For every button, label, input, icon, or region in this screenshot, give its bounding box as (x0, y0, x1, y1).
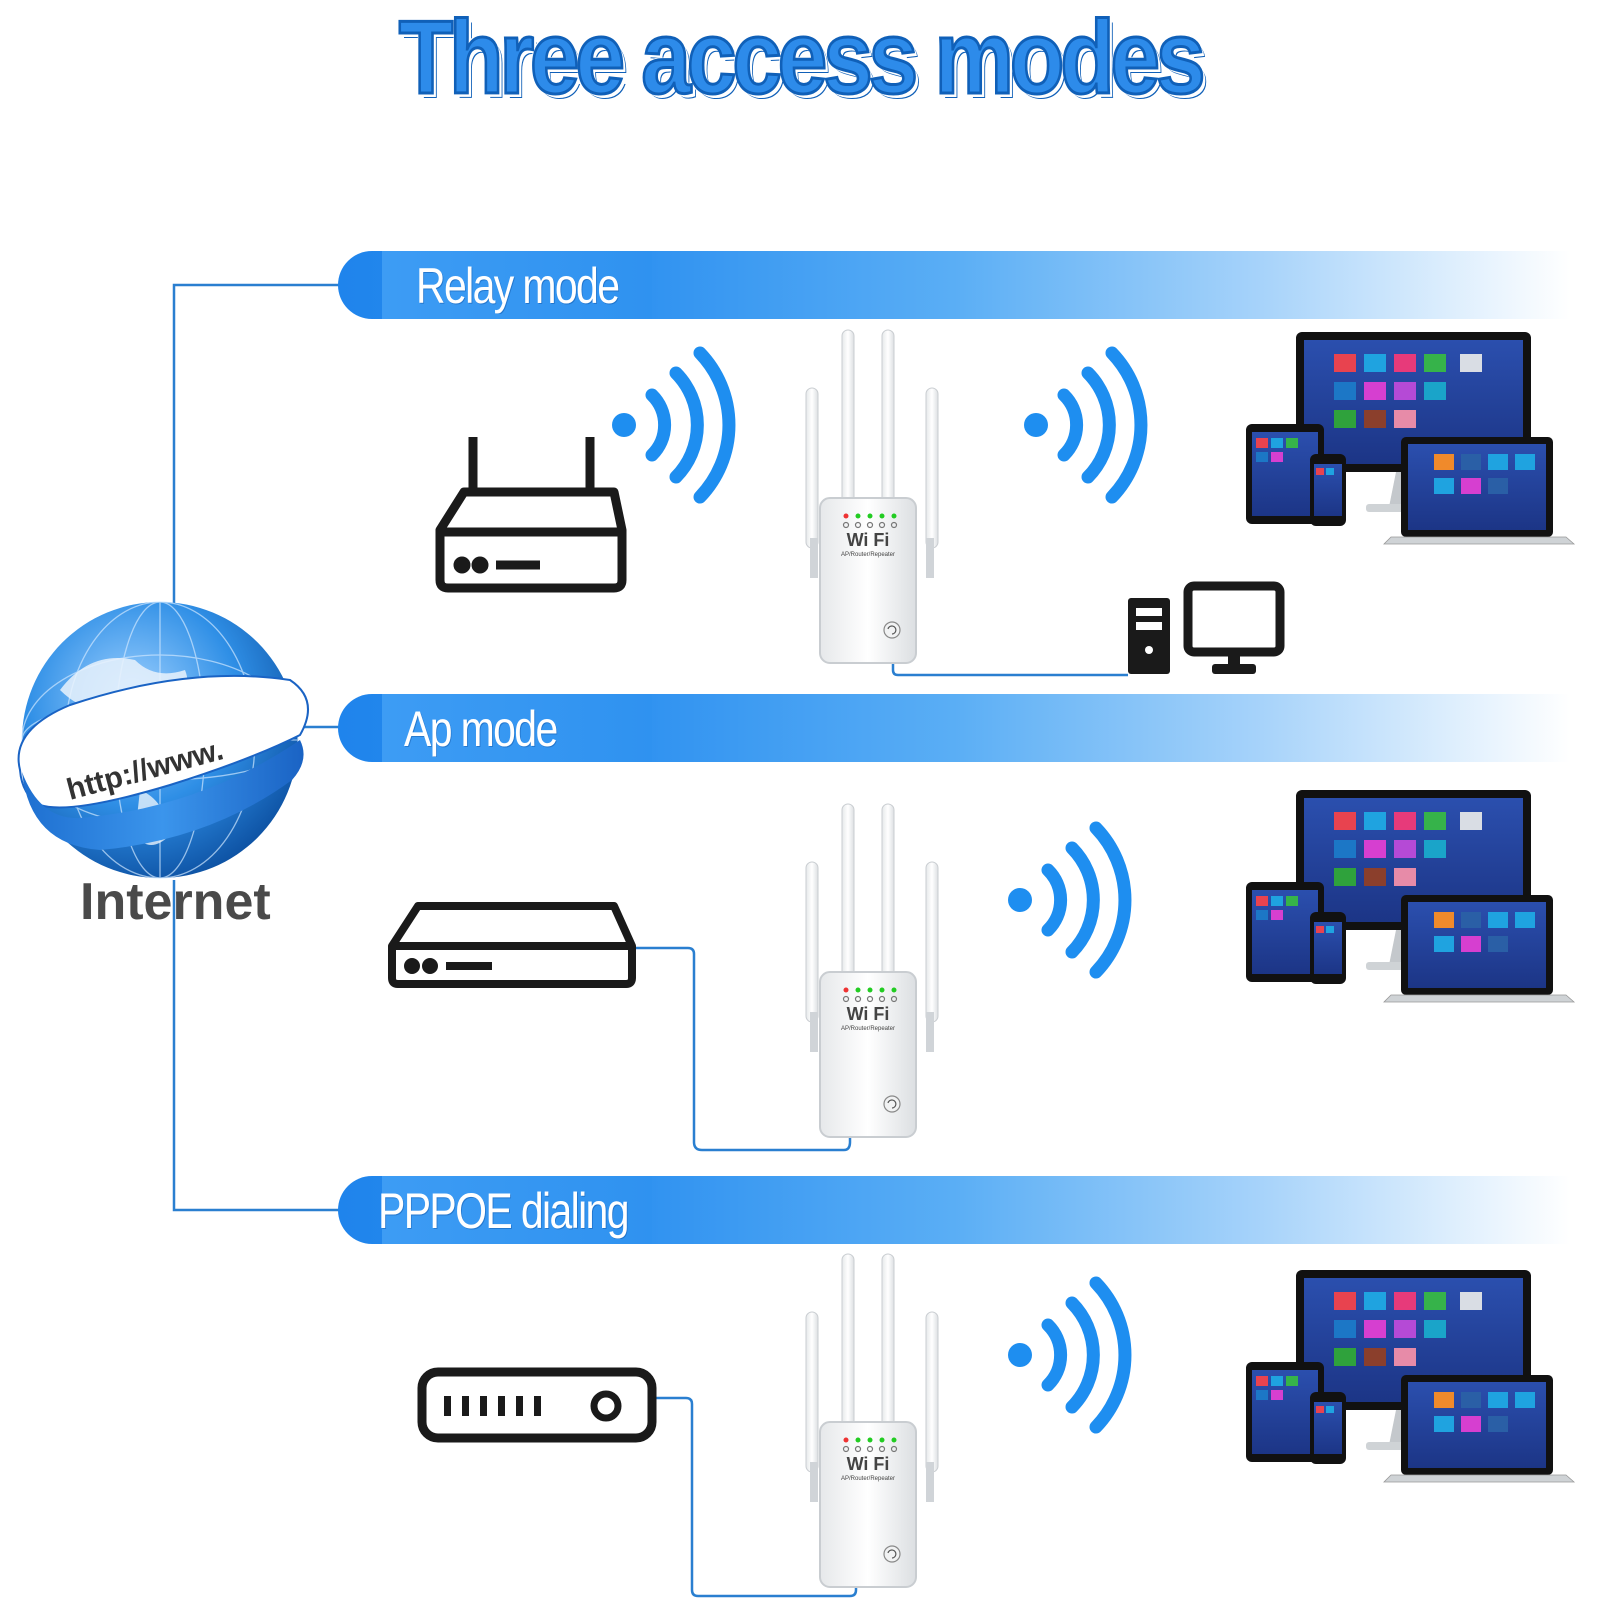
repeater-subtitle: AP/Router/Repeater (841, 1476, 895, 1482)
client-devices-icon (1246, 1270, 1574, 1482)
modem-icon (417, 1367, 657, 1443)
line-to-pppoe (172, 880, 340, 1212)
desktop-tower-icon (1128, 598, 1170, 674)
repeater-brand: Wi Fi (847, 530, 890, 550)
repeater-labels: Wi Fi AP/Router/Repeater Wi Fi AP/Router… (841, 530, 895, 1482)
line-to-relay (172, 283, 340, 610)
wifi-signal-icon (612, 353, 729, 497)
monitor-icon (1183, 581, 1285, 674)
line-ap-router-to-repeater (634, 946, 852, 1152)
ap-mode-bar: Ap mode (338, 694, 1570, 762)
connector-lines (172, 283, 1128, 1598)
line-modem-to-repeater (652, 1396, 858, 1598)
repeater-brand: Wi Fi (847, 1004, 890, 1024)
ap-mode-label: Ap mode (404, 701, 558, 757)
wifi-signal-icon (1024, 353, 1141, 497)
line-repeater-to-pc (891, 652, 1128, 677)
relay-router-icon (435, 437, 627, 593)
repeater-subtitle: AP/Router/Repeater (841, 552, 895, 558)
wifi-signal-icon (1008, 1283, 1125, 1427)
pppoe-mode-bar: PPPOE dialing (338, 1176, 1570, 1244)
globe-icon: http://www. (17, 601, 309, 879)
pppoe-mode-label: PPPOE dialing (378, 1183, 630, 1239)
relay-mode-label: Relay mode (416, 258, 620, 314)
wifi-repeater-icon (805, 329, 939, 664)
internet-label: Internet (80, 873, 271, 931)
client-devices-icon (1246, 790, 1574, 1002)
page-title: Three access modes (397, 0, 1206, 116)
relay-mode-bar: Relay mode (338, 251, 1570, 319)
ap-router-icon (388, 902, 636, 988)
repeater-brand: Wi Fi (847, 1454, 890, 1474)
client-devices-icon (1246, 332, 1574, 544)
wifi-repeater-icon (805, 1253, 939, 1588)
wifi-signal-icon (1008, 828, 1125, 972)
repeater-subtitle: AP/Router/Repeater (841, 1026, 895, 1032)
wifi-repeater-icon (805, 803, 939, 1138)
